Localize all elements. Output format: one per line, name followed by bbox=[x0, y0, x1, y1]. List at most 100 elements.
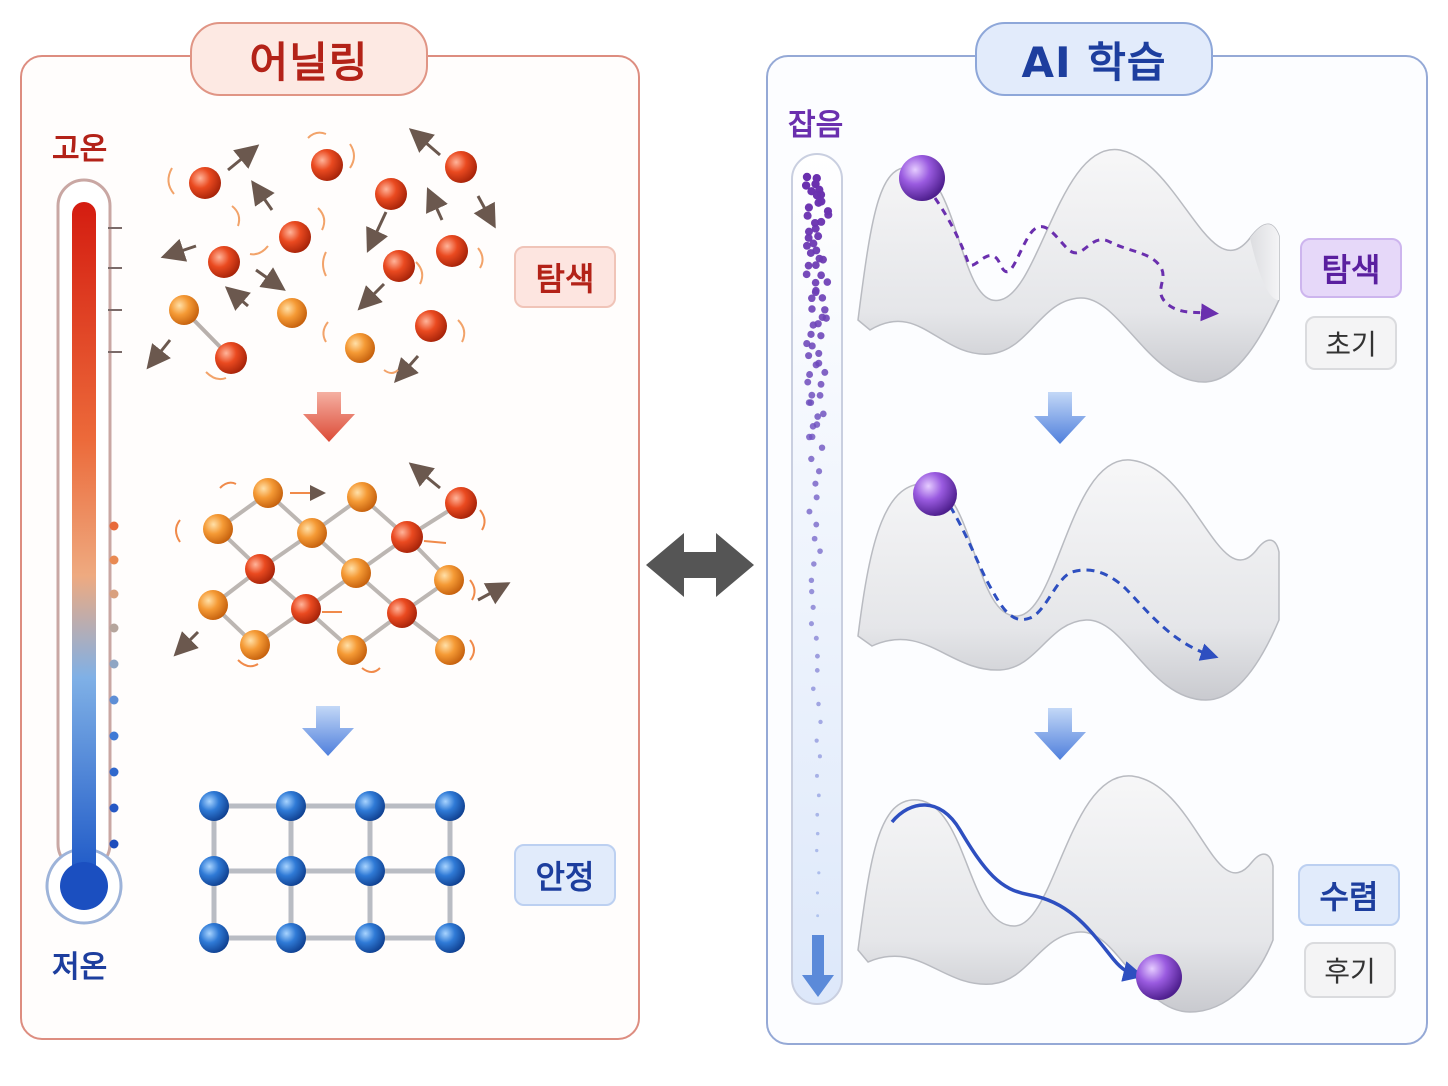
noise-dot bbox=[804, 233, 813, 242]
noise-dot bbox=[813, 635, 819, 641]
noise-dot bbox=[817, 380, 825, 388]
noise-dot bbox=[818, 719, 823, 725]
noise-dot bbox=[812, 480, 819, 487]
noise-dot bbox=[815, 773, 819, 778]
noise-dot bbox=[806, 371, 814, 378]
explore-tag: 탐색 bbox=[514, 246, 616, 308]
noise-dot bbox=[808, 305, 816, 313]
noise-dot bbox=[810, 686, 816, 692]
loss-landscape-mid bbox=[857, 459, 1280, 701]
noise-gradient-bar bbox=[791, 153, 843, 1005]
hot-atoms-cluster bbox=[146, 128, 496, 383]
noise-dot bbox=[814, 738, 819, 743]
noise-dot bbox=[814, 413, 822, 420]
noise-dot bbox=[803, 339, 811, 348]
noise-dot bbox=[816, 793, 821, 798]
noise-dot bbox=[809, 423, 817, 430]
noise-dot bbox=[821, 306, 829, 314]
noise-dot bbox=[811, 261, 820, 270]
early-stage-tag: 초기 bbox=[1305, 316, 1397, 370]
noise-dot bbox=[817, 332, 825, 340]
noise-dot bbox=[817, 217, 826, 226]
noise-dot bbox=[808, 391, 816, 399]
stable-tag: 안정 bbox=[514, 844, 616, 906]
noise-dot bbox=[823, 278, 832, 286]
loss-landscape-early bbox=[857, 149, 1280, 383]
noise-dot bbox=[814, 198, 823, 207]
annealing-title: 어닐링 bbox=[190, 22, 428, 96]
noise-dot bbox=[808, 294, 816, 303]
noise-dot bbox=[814, 668, 820, 673]
noise-dot bbox=[824, 210, 833, 219]
noise-dot bbox=[815, 468, 823, 475]
noise-dot bbox=[816, 701, 821, 707]
noise-dot bbox=[809, 588, 815, 595]
cold-lattice-grid bbox=[199, 791, 465, 953]
noise-dot bbox=[815, 812, 820, 817]
noise-dot bbox=[806, 508, 813, 515]
noise-dot bbox=[816, 391, 824, 399]
noise-dot bbox=[809, 321, 817, 329]
noise-dot bbox=[802, 270, 811, 279]
noise-dot bbox=[804, 378, 812, 386]
noise-dot bbox=[803, 211, 812, 220]
converge-tag: 수렴 bbox=[1298, 864, 1400, 926]
noise-dot bbox=[815, 831, 820, 836]
noise-dot bbox=[803, 241, 811, 250]
noise-dot bbox=[808, 342, 816, 350]
noise-dot bbox=[815, 891, 820, 895]
down-arrow-icon bbox=[302, 706, 354, 756]
noise-dot bbox=[815, 349, 823, 357]
noise-dot bbox=[804, 203, 813, 212]
down-arrow-icon bbox=[303, 392, 355, 442]
noise-dot bbox=[820, 410, 827, 418]
noise-dot bbox=[815, 848, 819, 853]
noise-dot bbox=[812, 191, 822, 200]
noise-dot bbox=[812, 286, 820, 295]
noise-dot bbox=[802, 172, 812, 182]
noise-dot bbox=[814, 232, 823, 241]
noise-dot bbox=[808, 577, 815, 583]
noise-dot bbox=[811, 535, 818, 542]
noise-dot bbox=[815, 359, 823, 367]
noise-dot bbox=[817, 548, 823, 554]
ai-learning-title: AI 학습 bbox=[975, 22, 1213, 96]
high-temp-label: 고온 bbox=[52, 132, 108, 167]
noise-dot bbox=[821, 368, 829, 376]
noise-dot bbox=[815, 653, 820, 659]
noise-dot bbox=[819, 255, 827, 264]
noise-dot bbox=[817, 754, 822, 759]
noise-dot bbox=[810, 604, 816, 610]
noise-dot bbox=[808, 433, 816, 441]
double-arrow-icon bbox=[646, 533, 754, 597]
down-arrow-icon bbox=[1034, 392, 1086, 444]
warm-lattice bbox=[173, 462, 511, 673]
noise-dot bbox=[808, 621, 814, 627]
down-arrow-icon bbox=[1034, 708, 1086, 760]
noise-dot bbox=[816, 914, 820, 918]
noise-dot bbox=[807, 330, 815, 338]
noise-dot bbox=[804, 227, 813, 236]
thermometer-icon bbox=[45, 178, 123, 925]
noise-dot bbox=[813, 521, 820, 528]
noise-dot bbox=[811, 224, 820, 233]
noise-dot bbox=[805, 399, 813, 406]
noise-dot bbox=[811, 278, 820, 287]
noise-dot bbox=[809, 239, 818, 248]
loss-landscape-converged bbox=[857, 775, 1274, 1013]
explore-tag: 탐색 bbox=[1300, 238, 1402, 298]
noise-dot bbox=[813, 494, 820, 501]
noise-dot bbox=[808, 455, 815, 463]
noise-dot bbox=[811, 561, 817, 567]
noise-dot bbox=[817, 271, 825, 280]
noise-dot bbox=[817, 871, 821, 875]
noise-dot bbox=[818, 444, 826, 451]
noise-dot bbox=[818, 294, 827, 302]
late-stage-tag: 후기 bbox=[1304, 942, 1396, 998]
noise-label: 잡음 bbox=[788, 108, 844, 143]
noise-dot bbox=[805, 352, 813, 360]
noise-dot bbox=[818, 313, 827, 321]
low-temp-label: 저온 bbox=[52, 950, 108, 985]
noise-dot bbox=[804, 261, 813, 270]
